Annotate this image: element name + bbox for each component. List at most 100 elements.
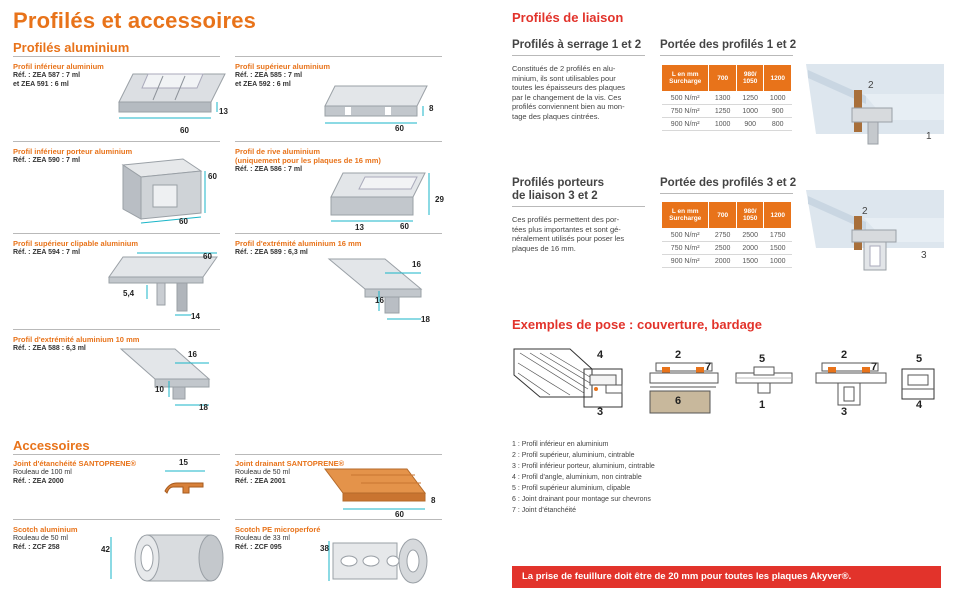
- product-ref: Réf. : ZEA 594 : 7 ml: [13, 249, 81, 256]
- text-line: Constitués de 2 profilés en alu-: [512, 64, 616, 73]
- text-line: tées plus importantes et sont gé-: [512, 224, 621, 234]
- dimension-label: 14: [191, 312, 200, 321]
- table-title-1: Portée des profilés 1 et 2: [660, 39, 797, 51]
- divider: [660, 193, 793, 194]
- diagram-label: 2: [675, 349, 682, 361]
- product-title: Scotch PE microperforé: [235, 525, 321, 534]
- product-ref: et ZEA 592 : 6 ml: [235, 81, 291, 88]
- divider: [235, 56, 442, 57]
- table-header-cell: 1200: [763, 201, 792, 229]
- diagram-label: 5: [759, 353, 766, 365]
- table-row: 750 N/m² 1250 1000 900: [661, 104, 792, 118]
- installation-diagrams: [513, 348, 935, 414]
- text-line: Ces profilés permettent des por-: [512, 215, 620, 224]
- table-cell: 900: [763, 104, 792, 118]
- product-profil-de-rive: Profil de rive aluminium (uniquement pou…: [235, 147, 445, 233]
- profile-illustration: [108, 252, 218, 316]
- profile-illustration: [327, 258, 423, 320]
- text-line: plaques de 16 mm.: [512, 243, 576, 253]
- notice-banner: La prise de feuillure doit être de 20 mm…: [512, 566, 941, 588]
- dimension-label: 60: [203, 252, 212, 261]
- table-cell: 2000: [736, 241, 764, 255]
- diagram-label: 2: [841, 349, 848, 361]
- profile-illustration: [118, 73, 226, 119]
- text-line: profilés conviennent bien au mon-: [512, 102, 625, 111]
- divider: [660, 55, 793, 56]
- section-heading-exemples: Exemples de pose : couverture, bardage: [512, 317, 762, 332]
- product-roll: Rouleau de 50 ml: [13, 535, 68, 542]
- legend-item: 4 : Profil d'angle, aluminium, non cintr…: [512, 474, 642, 481]
- text-line: par le changement de la vis. Ces: [512, 92, 622, 102]
- table-cell: 500 N/m²: [661, 228, 709, 242]
- legend-item: 5 : Profil supérieur aluminium, clipable: [512, 485, 631, 492]
- product-title: Profil d'extrémité aluminium 16 mm: [235, 239, 362, 248]
- product-ref: Réf. : ZEA 589 : 6,3 ml: [235, 249, 308, 256]
- table-header-cell: L en mm Surcharge: [660, 64, 710, 92]
- table-header-cell: 1200: [763, 64, 792, 92]
- dimension-label: 42: [101, 545, 110, 554]
- table-row: 900 N/m² 2000 1500 1000: [661, 254, 792, 268]
- tape-roll-illustration: [110, 534, 224, 582]
- dimension-label: 16: [375, 296, 384, 305]
- table-row: 900 N/m² 1000 900 800: [661, 117, 792, 131]
- table-cell: 1000: [736, 104, 764, 118]
- product-roll: Rouleau de 50 ml: [235, 469, 290, 476]
- table-header-cell: 980/ 1050: [735, 201, 765, 229]
- divider: [13, 56, 220, 57]
- seal-illustration: [164, 470, 205, 494]
- table-cell: 500 N/m²: [661, 91, 709, 105]
- table-cell: 800: [763, 117, 792, 131]
- table-cell: 1300: [708, 91, 737, 105]
- dimension-label: 13: [355, 223, 364, 232]
- seal-illustration: [324, 468, 426, 510]
- diagram-label: 1: [759, 399, 766, 411]
- table-title-2: Portée des profilés 3 et 2: [660, 177, 797, 189]
- tape-roll-illustration: [328, 538, 428, 584]
- product-title: Profil inférieur porteur aluminium: [13, 147, 133, 156]
- product-title: Profil supérieur aluminium: [235, 62, 331, 71]
- product-ref: Réf. : ZEA 2001: [235, 478, 286, 485]
- product-title: Profil de rive aluminium: [235, 147, 321, 156]
- product-ref: Réf. : ZEA 585 : 7 ml: [235, 72, 303, 79]
- product-profil-extremite-10: Profil d'extrémité aluminium 10 mm Réf. …: [13, 335, 228, 415]
- divider: [512, 206, 645, 207]
- table-cell: 2500: [708, 241, 737, 255]
- product-ref: Réf. : ZCF 095: [235, 544, 282, 551]
- diagram-label: 6: [675, 395, 682, 407]
- product-ref: Réf. : ZEA 586 : 7 ml: [235, 166, 303, 173]
- text-line: toutes les épaisseurs des plaques: [512, 83, 625, 92]
- product-ref: et ZEA 591 : 6 ml: [13, 81, 69, 88]
- table-header-cell: 980/ 1050: [735, 64, 765, 92]
- profile-photo-1-2: [806, 64, 944, 146]
- table-cell: 1250: [708, 104, 737, 118]
- callout-label: 3: [921, 250, 927, 261]
- table-cell: 2500: [736, 228, 764, 242]
- dimension-label: 60: [208, 172, 217, 181]
- divider: [235, 519, 442, 520]
- dimension-label: 60: [395, 510, 404, 519]
- product-title: Profil d'extrémité aluminium 10 mm: [13, 335, 140, 344]
- paragraph-porteurs: Ces profilés permettent des por- tées pl…: [512, 215, 645, 253]
- legend-item: 7 : Joint d'étanchéité: [512, 507, 576, 514]
- product-ref: Réf. : ZCF 258: [13, 544, 60, 551]
- table-cell: 1000: [763, 91, 792, 105]
- divider: [13, 454, 220, 455]
- subtitle-porteurs: Profilés porteurs: [512, 177, 605, 189]
- profile-illustration: [324, 85, 428, 124]
- paragraph-serrage: Constitués de 2 profilés en alu- minium,…: [512, 64, 645, 121]
- table-cell: 750 N/m²: [661, 104, 709, 118]
- section-heading-accessoires: Accessoires: [13, 438, 90, 453]
- divider: [512, 55, 645, 56]
- span-table-1: L en mm Surcharge 700 980/ 1050 1200 500…: [660, 64, 792, 131]
- dimension-label: 13: [219, 107, 228, 116]
- callout-label: 1: [926, 131, 932, 142]
- dimension-label: 8: [429, 104, 434, 113]
- diagram-label: 3: [841, 406, 848, 418]
- table-cell: 1500: [763, 241, 792, 255]
- section-heading-liaison: Profilés de liaison: [512, 10, 624, 25]
- dimension-label: 60: [180, 126, 189, 135]
- table-row: 750 N/m² 2500 2000 1500: [661, 241, 792, 255]
- table-cell: 1250: [736, 91, 764, 105]
- dimension-label: 60: [395, 124, 404, 133]
- product-profil-inferieur: Profil inférieur aluminium Réf. : ZEA 58…: [13, 62, 228, 138]
